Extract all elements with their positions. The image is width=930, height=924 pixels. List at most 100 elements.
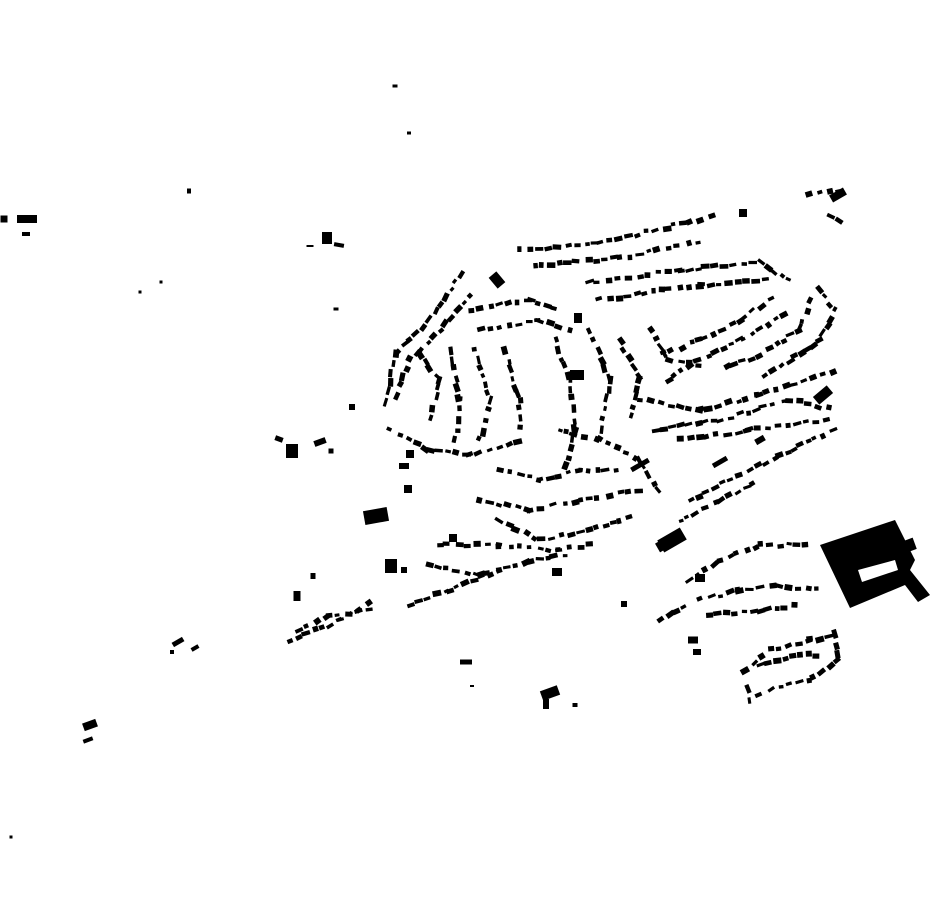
building <box>486 447 493 453</box>
building <box>685 218 694 226</box>
building <box>678 344 687 353</box>
building <box>487 325 494 332</box>
building <box>530 535 538 542</box>
building <box>650 227 659 234</box>
building <box>527 557 535 565</box>
building <box>572 703 578 707</box>
building <box>769 268 778 276</box>
building <box>728 262 737 268</box>
building <box>616 254 623 261</box>
building <box>538 261 544 268</box>
building <box>550 305 558 312</box>
building <box>517 397 524 404</box>
building <box>480 372 486 379</box>
building <box>747 356 756 363</box>
building <box>727 552 735 560</box>
building <box>506 322 513 329</box>
building <box>656 342 665 352</box>
building <box>434 448 443 453</box>
building <box>677 284 684 291</box>
building <box>744 546 752 554</box>
building <box>545 475 556 482</box>
building <box>640 290 648 297</box>
building <box>802 419 809 424</box>
building <box>392 84 398 88</box>
building <box>769 401 775 407</box>
building <box>22 232 30 236</box>
building <box>451 448 460 456</box>
building <box>585 256 593 263</box>
building <box>736 398 743 405</box>
building <box>744 425 754 433</box>
building <box>705 612 714 618</box>
building <box>742 484 752 490</box>
building <box>782 381 792 390</box>
building <box>701 488 710 496</box>
building <box>385 386 392 396</box>
building <box>805 438 812 444</box>
building <box>633 290 642 297</box>
building <box>740 336 746 342</box>
building <box>734 587 745 595</box>
building <box>634 488 644 494</box>
building <box>795 641 804 647</box>
building <box>660 349 668 359</box>
building <box>693 649 701 655</box>
building <box>353 607 363 614</box>
building <box>537 546 544 551</box>
building <box>572 418 577 425</box>
building <box>600 363 608 374</box>
building <box>518 414 523 422</box>
building <box>778 362 785 369</box>
building <box>703 433 710 440</box>
building <box>495 567 503 574</box>
building <box>437 543 444 548</box>
building <box>749 608 759 614</box>
building <box>450 363 457 371</box>
building <box>753 425 761 431</box>
building <box>405 354 414 363</box>
building <box>757 652 766 661</box>
building <box>386 426 393 432</box>
building <box>476 363 484 372</box>
building <box>833 641 840 651</box>
building <box>517 424 523 430</box>
building <box>785 276 792 282</box>
building <box>325 622 335 630</box>
building <box>662 225 672 233</box>
building <box>812 385 834 405</box>
building <box>628 412 634 419</box>
building <box>785 449 792 456</box>
building <box>826 661 836 671</box>
building <box>393 391 401 401</box>
building <box>664 376 674 385</box>
building <box>711 455 729 469</box>
building <box>630 457 650 473</box>
building <box>622 450 630 456</box>
building <box>814 635 825 644</box>
building <box>434 564 443 570</box>
building <box>515 322 523 327</box>
building <box>424 314 433 324</box>
building <box>687 434 696 441</box>
building <box>707 212 717 220</box>
building <box>410 328 420 338</box>
building <box>593 258 601 264</box>
building <box>805 585 812 592</box>
building <box>772 386 779 393</box>
building <box>486 571 495 579</box>
building <box>824 633 834 640</box>
building <box>676 421 686 429</box>
building <box>449 286 455 292</box>
building <box>496 466 505 474</box>
building <box>826 187 834 195</box>
building <box>385 559 397 573</box>
building <box>700 263 710 270</box>
building <box>602 522 610 529</box>
building <box>601 257 608 262</box>
building <box>829 426 838 433</box>
building <box>294 627 304 634</box>
building <box>527 246 534 252</box>
building <box>449 356 455 366</box>
building <box>404 485 412 493</box>
